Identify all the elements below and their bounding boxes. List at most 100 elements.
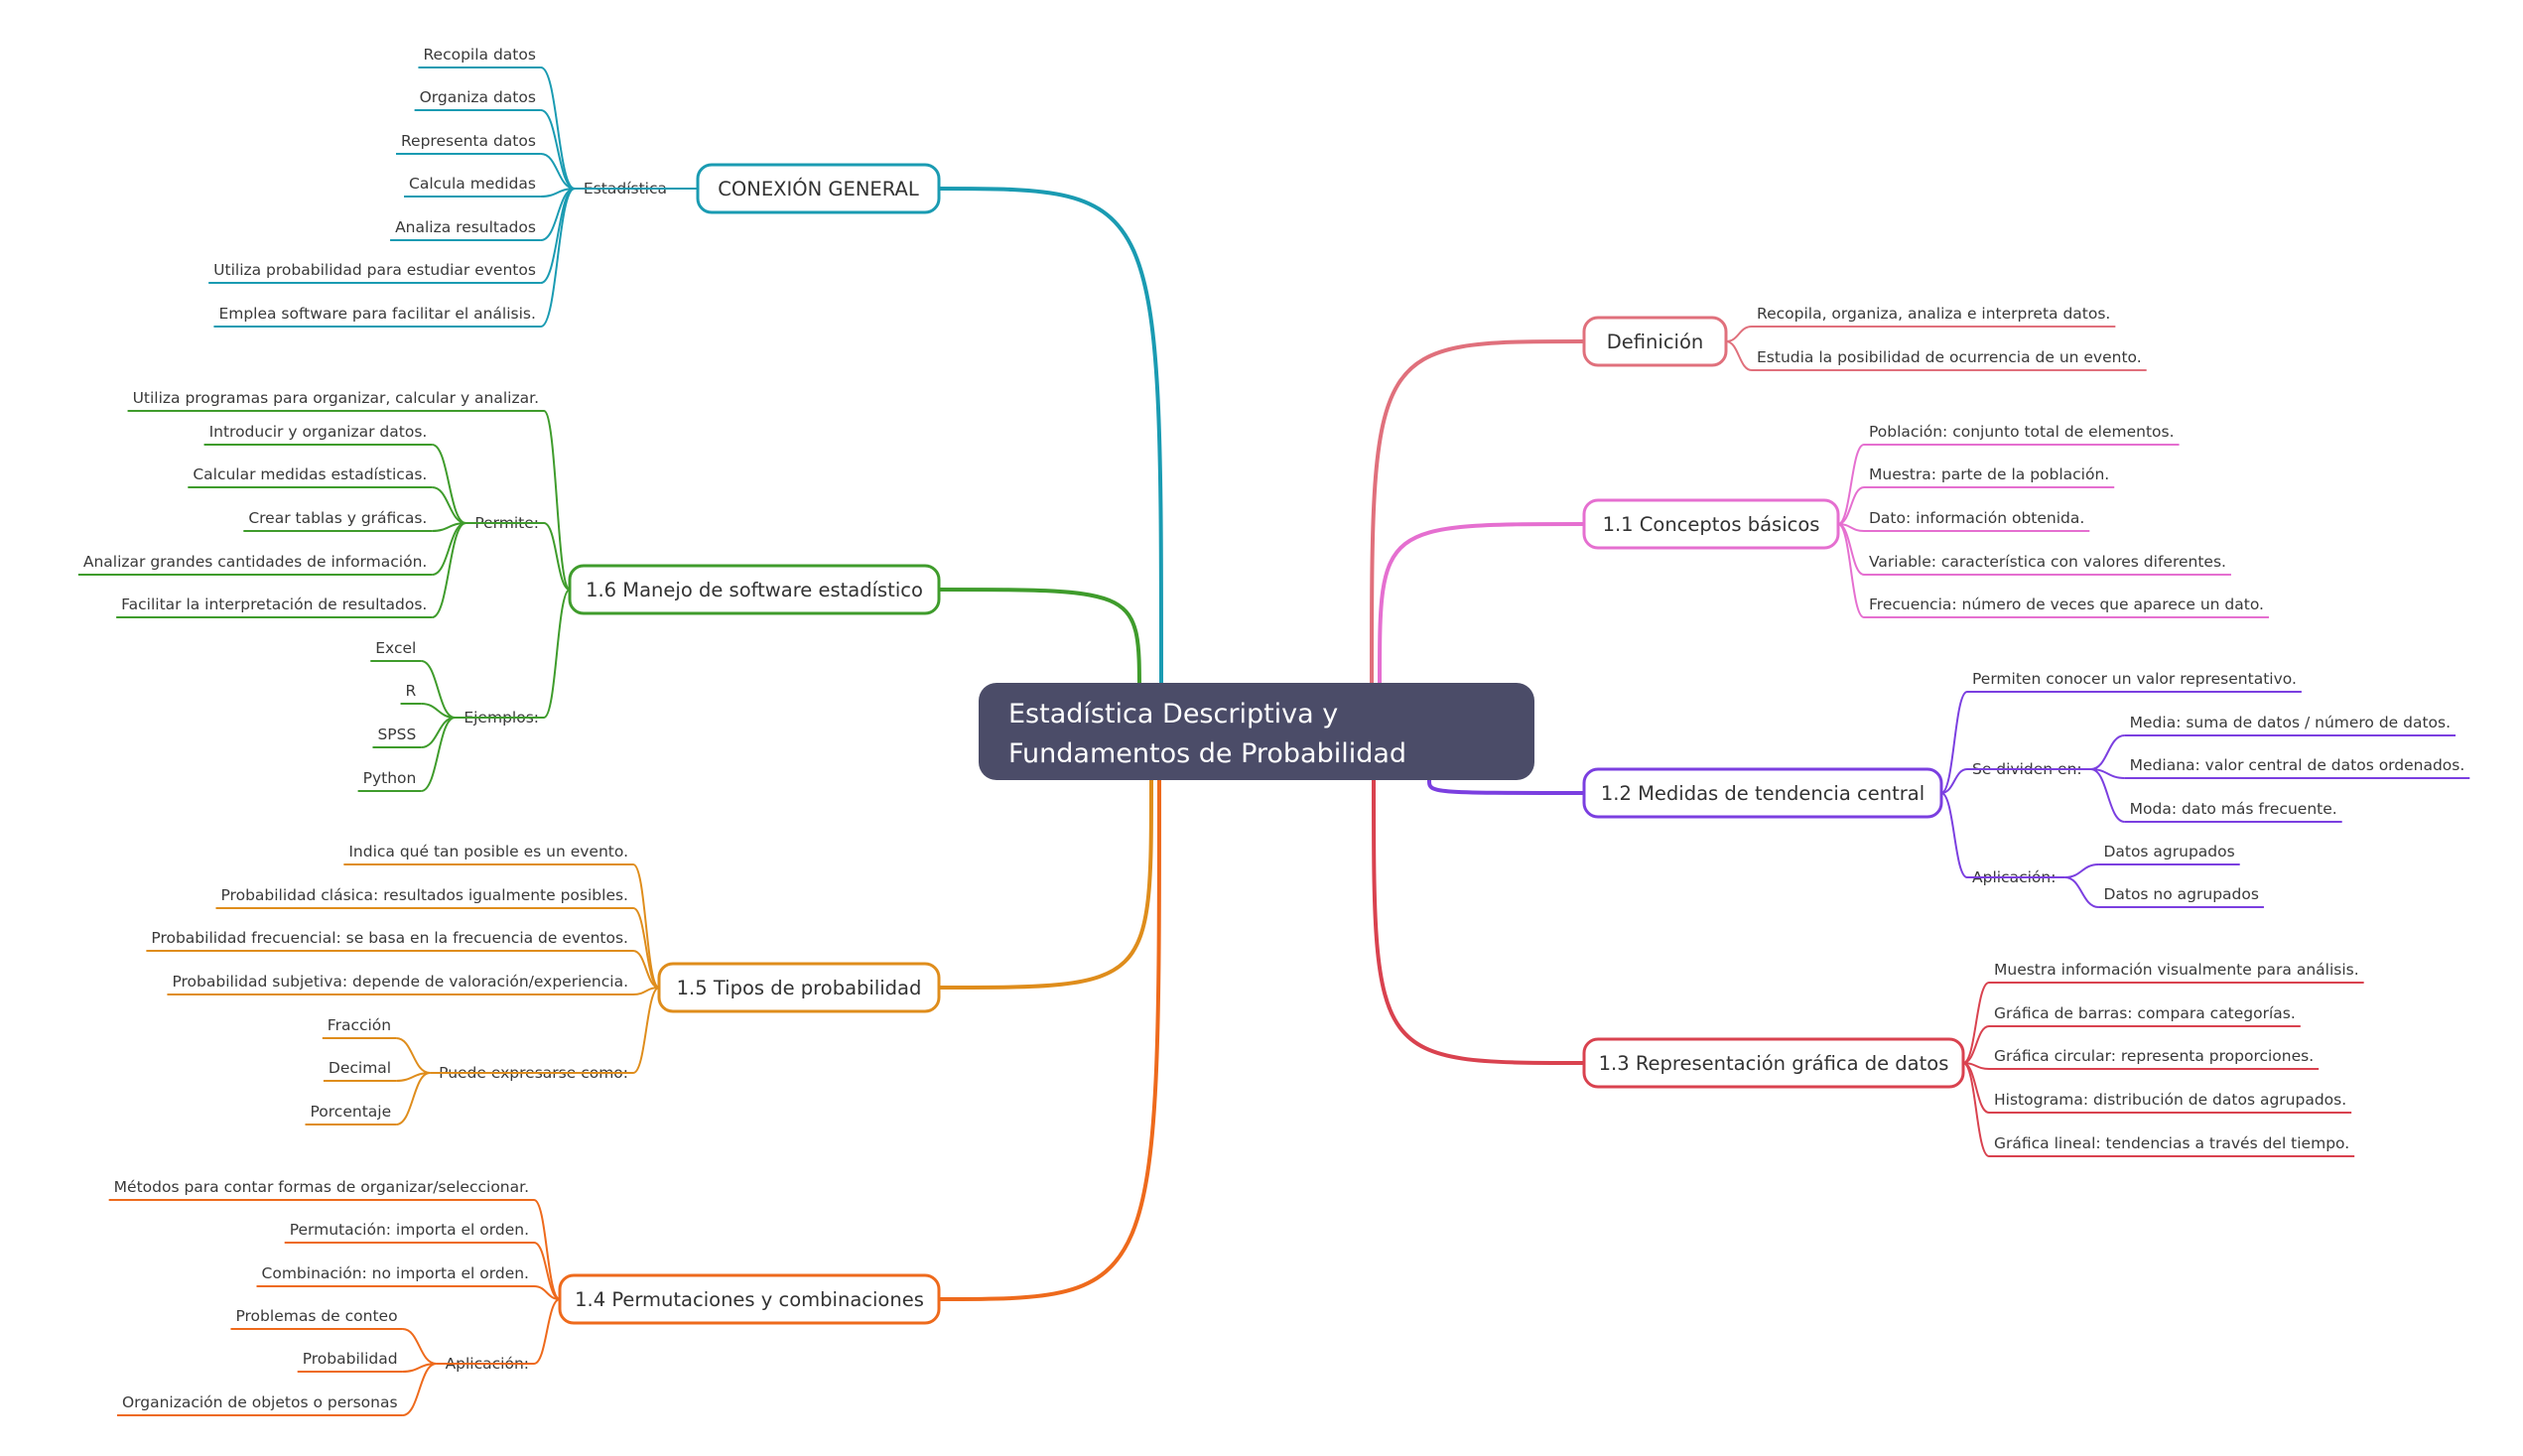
leaf-grafica[interactable]: Histograma: distribución de datos agrupa… [1989,1091,2352,1114]
leaf-software[interactable]: Analizar grandes cantidades de informaci… [77,553,433,576]
branch-node-box [1582,498,1840,550]
branch-node-permutaciones[interactable]: 1.4 Permutaciones y combinaciones [558,1273,941,1325]
subgroup-software[interactable]: Permite:Introducir y organizar datos.Cal… [77,423,544,618]
leaf-conceptos[interactable]: Muestra: parte de la población. [1864,465,2115,488]
leaf-conexion[interactable]: Representa datos [395,132,541,155]
connector-line [1725,340,1753,371]
leaf-tendencia[interactable]: Mediana: valor central de datos ordenado… [2124,756,2470,779]
connector-line [432,486,466,524]
leaf-permutaciones[interactable]: Permutación: importa el orden. [284,1221,534,1244]
connector-line [1837,523,1865,618]
leaf-label: Datos agrupados [2103,843,2234,860]
branch-node-probabilidad[interactable]: 1.5 Tipos de probabilidad [657,962,941,1013]
leaf-software[interactable]: Facilitar la interpretación de resultado… [116,596,433,618]
leaf-grafica[interactable]: Gráfica lineal: tendencias a través del … [1989,1134,2355,1157]
leaf-tendencia[interactable]: Permiten conocer un valor representativo… [1967,670,2302,693]
leaf-permutaciones[interactable]: Métodos para contar formas de organizar/… [108,1178,534,1201]
leaf-software[interactable]: Introducir y organizar datos. [203,423,433,446]
leaf-label: Población: conjunto total de elementos. [1869,423,2175,441]
leaf-conexion[interactable]: Organiza datos [414,88,541,111]
leaf-label: Crear tablas y gráficas. [248,509,427,527]
branch-node-label: Definición [1607,331,1704,353]
leaf-probabilidad[interactable]: Fracción [322,1016,397,1039]
leaf-software[interactable]: Crear tablas y gráficas. [243,509,433,532]
leaf-software[interactable]: SPSS [372,726,422,748]
leaf-conexion[interactable]: Emplea software para facilitar el anális… [213,305,541,328]
leaf-grafica[interactable]: Muestra información visualmente para aná… [1989,961,2364,984]
leaf-tendencia[interactable]: Media: suma de datos / número de datos. [2124,714,2457,736]
leaf-label: Recopila, organiza, analiza e interpreta… [1757,305,2110,323]
branch-node-conceptos[interactable]: 1.1 Conceptos básicos [1582,498,1840,550]
connector-line [540,66,576,190]
leaf-label: Muestra información visualmente para aná… [1994,961,2359,979]
leaf-permutaciones[interactable]: Organización de objetos o personas [116,1393,403,1416]
leaf-label: Excel [375,639,416,657]
root-title-line-2: Fundamentos de Probabilidad [1008,738,1406,769]
leaf-permutaciones[interactable]: Combinación: no importa el orden. [256,1264,534,1287]
branch-node-tendencia[interactable]: 1.2 Medidas de tendencia central [1582,767,1943,819]
leaf-software[interactable]: Calcular medidas estadísticas. [188,465,433,488]
leaf-conceptos[interactable]: Dato: información obtenida. [1864,509,2090,532]
leaf-label: Gráfica circular: representa proporcione… [1994,1047,2314,1065]
leaf-definicion[interactable]: Estudia la posibilidad de ocurrencia de … [1752,348,2147,371]
leaf-conceptos[interactable]: Variable: característica con valores dif… [1864,553,2231,576]
branch-node-label: 1.4 Permutaciones y combinaciones [575,1288,924,1311]
connectors [395,66,2125,1416]
leaf-probabilidad[interactable]: Decimal [323,1059,397,1082]
connector-line [533,1242,561,1300]
leaf-software[interactable]: R [400,682,422,705]
leaf-tendencia[interactable]: Moda: dato más frecuente. [2124,800,2342,823]
leaf-conexion[interactable]: Recopila datos [418,46,541,68]
leaf-label: Muestra: parte de la población. [1869,465,2109,483]
branch-node-conexion[interactable]: CONEXIÓN GENERAL [696,163,941,214]
main-branch-line [1372,779,1585,1065]
leaf-conceptos[interactable]: Población: conjunto total de elementos. [1864,423,2180,446]
leaf-probabilidad[interactable]: Indica qué tan posible es un evento. [343,843,633,865]
branch-node-software[interactable]: 1.6 Manejo de software estadístico [568,564,941,615]
main-branch-line [938,779,1153,990]
branch-conceptos: 1.1 Conceptos básicos Población: conjunto… [1582,423,2269,618]
subgroup-probabilidad[interactable]: Puede expresarse como:FracciónDecimalPor… [305,1016,634,1125]
leaf-probabilidad[interactable]: Probabilidad subjetiva: depende de valor… [167,973,633,995]
connector-line [632,950,660,989]
leaf-tendencia[interactable]: Datos no agrupados [2098,885,2264,908]
leaf-definicion[interactable]: Recopila, organiza, analiza e interpreta… [1752,305,2116,328]
root-node[interactable]: Estadística Descriptiva y Fundamentos de… [979,683,1534,780]
leaf-software[interactable]: Excel [370,639,422,662]
leaf-conexion[interactable]: Calcula medidas [404,175,541,198]
leaf-probabilidad[interactable]: Probabilidad frecuencial: se basa en la … [146,929,633,952]
branch-software: 1.6 Manejo de software estadístico Utiliz… [77,389,941,792]
leaf-label: Probabilidad [303,1350,398,1368]
leaf-tendencia[interactable]: Datos agrupados [2098,843,2240,865]
leaf-permutaciones[interactable]: Problemas de conteo [230,1307,403,1330]
leaf-label: Permutación: importa el orden. [290,1221,529,1239]
leaf-grafica[interactable]: Gráfica de barras: compara categorías. [1989,1004,2301,1027]
leaf-label: Calcula medidas [409,175,536,193]
branch-node-definicion[interactable]: Definición [1582,316,1728,367]
branch-node-box [657,962,941,1013]
leaf-label: Histograma: distribución de datos agrupa… [1994,1091,2346,1109]
leaf-conexion[interactable]: Utiliza probabilidad para estudiar event… [208,261,541,284]
leaf-conexion[interactable]: Analiza resultados [390,218,541,241]
branch-node-box [1582,767,1943,819]
leaf-label: Permiten conocer un valor representativo… [1972,670,2297,688]
connector-line [1962,1025,1990,1064]
leaf-probabilidad[interactable]: Porcentaje [305,1103,397,1125]
branch-node-grafica[interactable]: 1.3 Representación gráfica de datos [1582,1037,1965,1089]
leaf-software[interactable]: Python [357,769,422,792]
leaf-label: Python [363,769,417,787]
leaf-label: Representa datos [401,132,536,150]
leaf-label: Datos no agrupados [2103,885,2259,903]
subgroup-permutaciones[interactable]: Aplicación:Problemas de conteoProbabilid… [116,1307,534,1416]
leaf-permutaciones[interactable]: Probabilidad [297,1350,403,1373]
subgroup-tendencia[interactable]: Se dividen en:Media: suma de datos / núm… [1967,714,2470,823]
leaf-grafica[interactable]: Gráfica circular: representa proporcione… [1989,1047,2320,1070]
leaf-probabilidad[interactable]: Probabilidad clásica: resultados igualme… [215,886,633,909]
branch-node-box [1582,316,1728,367]
leaf-label: Indica qué tan posible es un evento. [348,843,628,860]
leaf-conceptos[interactable]: Frecuencia: número de veces que aparece … [1864,596,2269,618]
leaf-software[interactable]: Utiliza programas para organizar, calcul… [127,389,544,412]
